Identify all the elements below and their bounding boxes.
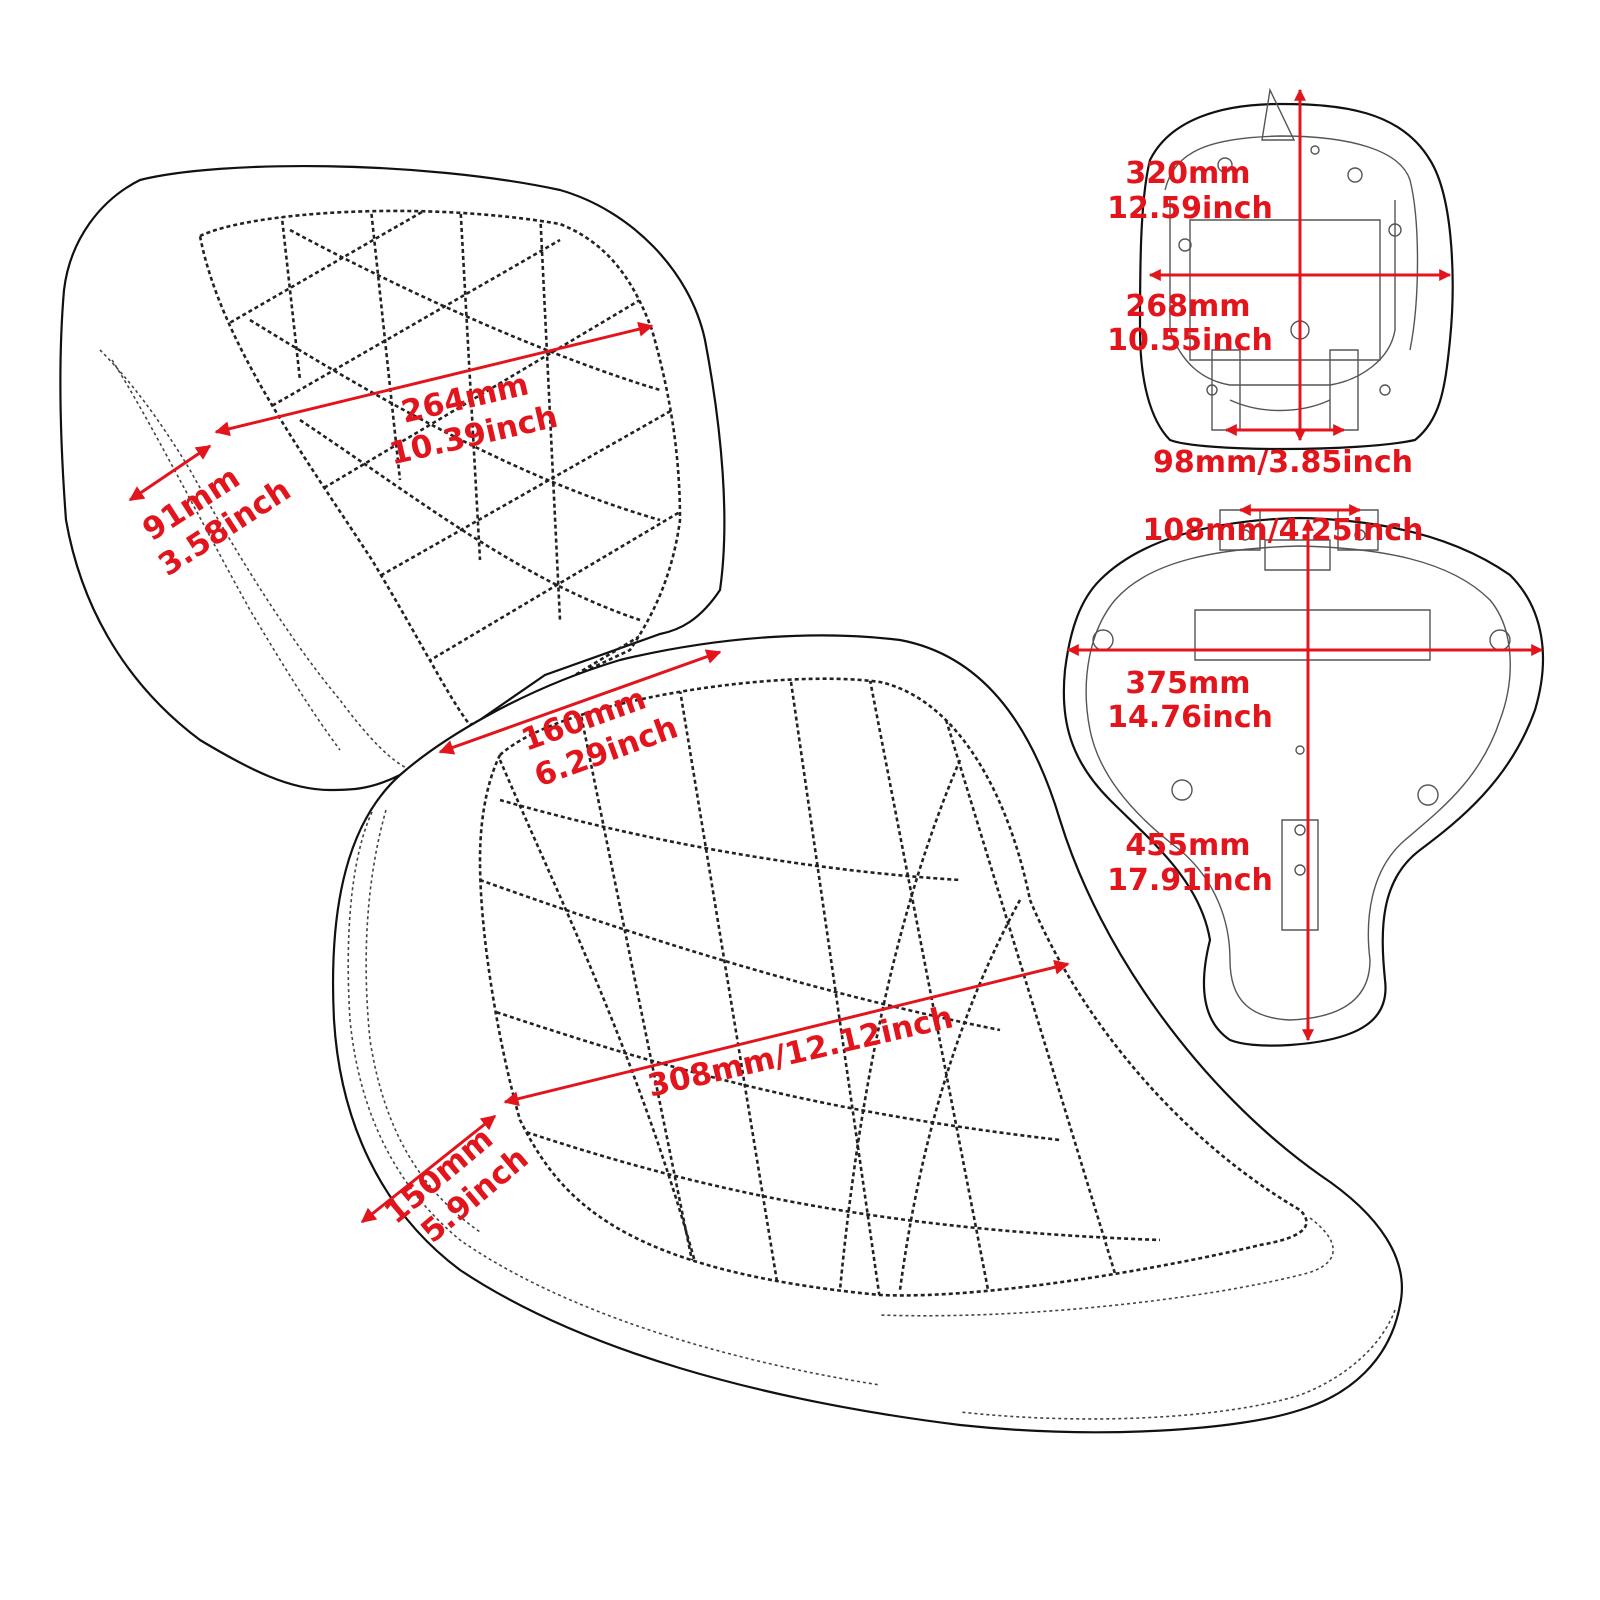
seat-height-arrow (360, 1114, 497, 1224)
seat-width-arrow (503, 959, 1070, 1107)
front-length-inch-label: 17.91inch (1107, 863, 1273, 898)
rear-length-mm-label: 320mm (1125, 156, 1250, 191)
front-width-inch-label: 14.76inch (1107, 700, 1273, 735)
rear-bracket-label: 98mm/3.85inch (1153, 445, 1413, 480)
front-width-mm-label: 375mm (1125, 666, 1250, 701)
rear-seat-bottom (1138, 87, 1454, 451)
rear-length-inch-label: 12.59inch (1107, 191, 1273, 226)
backrest-height-arrow (128, 444, 212, 502)
dimension-lines (128, 88, 1544, 1224)
seat-rear-width-arrow (438, 649, 722, 755)
front-seat-bottom (1062, 509, 1544, 1047)
bottom-view-labels: 320mm 12.59inch 268mm 10.55inch 98mm/3.8… (1107, 156, 1423, 898)
backrest-width-arrow (214, 321, 654, 437)
front-length-mm-label: 455mm (1125, 828, 1250, 863)
rear-width-mm-label: 268mm (1125, 289, 1250, 324)
front-bracket-label: 108mm/4.25inch (1143, 513, 1424, 548)
rear-width-inch-label: 10.55inch (1107, 323, 1273, 358)
